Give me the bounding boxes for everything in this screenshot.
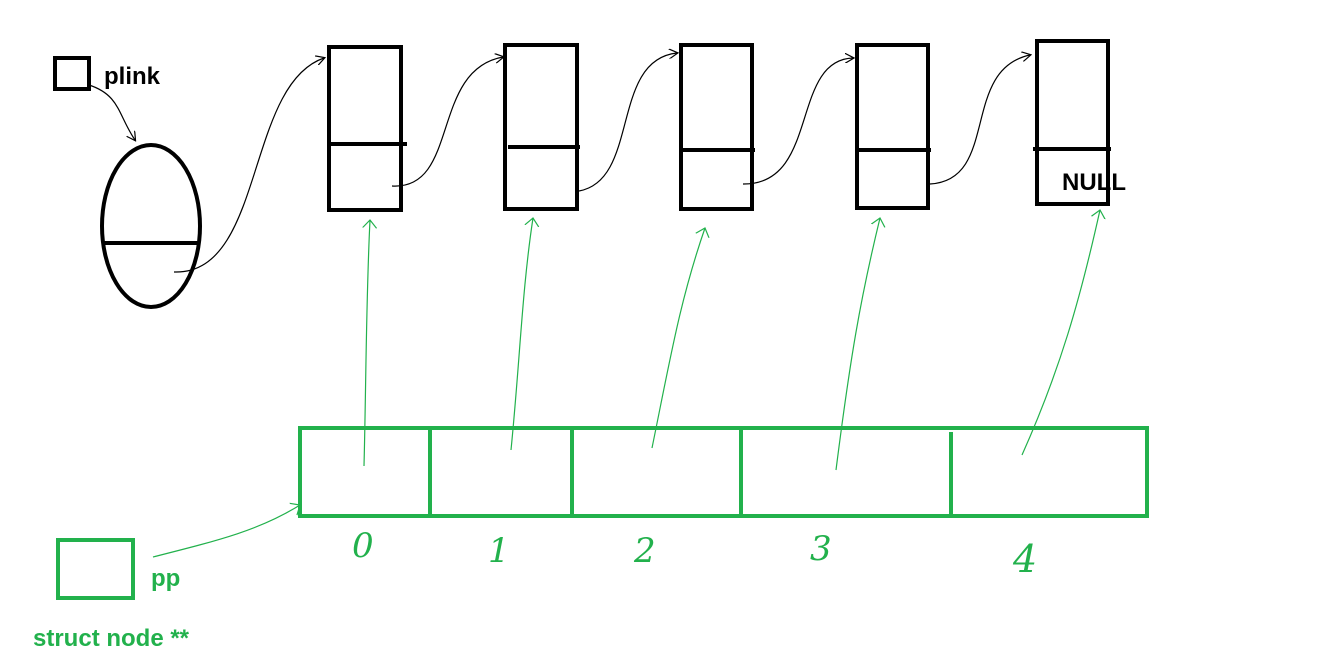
node-box	[1035, 39, 1110, 206]
node-next-arrow	[929, 55, 1030, 185]
array-pointer-arrows	[364, 210, 1100, 471]
array-pointer-arrow-2	[651, 228, 705, 449]
node-1	[503, 43, 677, 211]
head-node-ellipse	[100, 143, 202, 309]
plink-box	[53, 56, 91, 91]
node-next-arrow	[578, 53, 677, 192]
plink-label: plink	[104, 63, 161, 90]
node-0	[327, 45, 503, 212]
node-box	[855, 43, 930, 210]
array-index-3: 3	[810, 529, 832, 569]
head-next-arrow	[173, 58, 324, 273]
pp-type-label: struct node **	[33, 625, 190, 652]
array-index-4: 4	[1012, 537, 1037, 581]
node-next-arrow	[391, 57, 503, 187]
pp-box	[56, 538, 135, 600]
array-index-1: 1	[488, 531, 510, 571]
array-index-0: 0	[352, 526, 374, 566]
array-box	[298, 426, 1149, 518]
null-label: NULL	[1062, 169, 1126, 196]
node-next-arrow	[742, 58, 853, 185]
plink-arrow	[88, 84, 135, 140]
array-pointer-arrow-4	[1021, 210, 1100, 456]
node-3	[855, 43, 1030, 210]
array-pointer-arrow-1	[510, 218, 533, 451]
pointer-array: 0 1 2 3 4	[298, 426, 1149, 581]
head-node	[100, 58, 324, 309]
node-box	[679, 43, 754, 211]
node-2	[679, 43, 853, 211]
array-pointer-arrow-0	[364, 220, 370, 467]
plink-pointer: plink	[53, 56, 161, 140]
node-box	[503, 43, 579, 211]
pp-arrow	[152, 505, 300, 558]
node-4: NULL	[1033, 39, 1126, 206]
node-box	[327, 45, 403, 212]
pp-label: pp	[151, 565, 180, 592]
pp-pointer: pp struct node **	[33, 505, 300, 652]
array-pointer-arrow-3	[835, 218, 880, 471]
array-index-2: 2	[633, 531, 656, 571]
